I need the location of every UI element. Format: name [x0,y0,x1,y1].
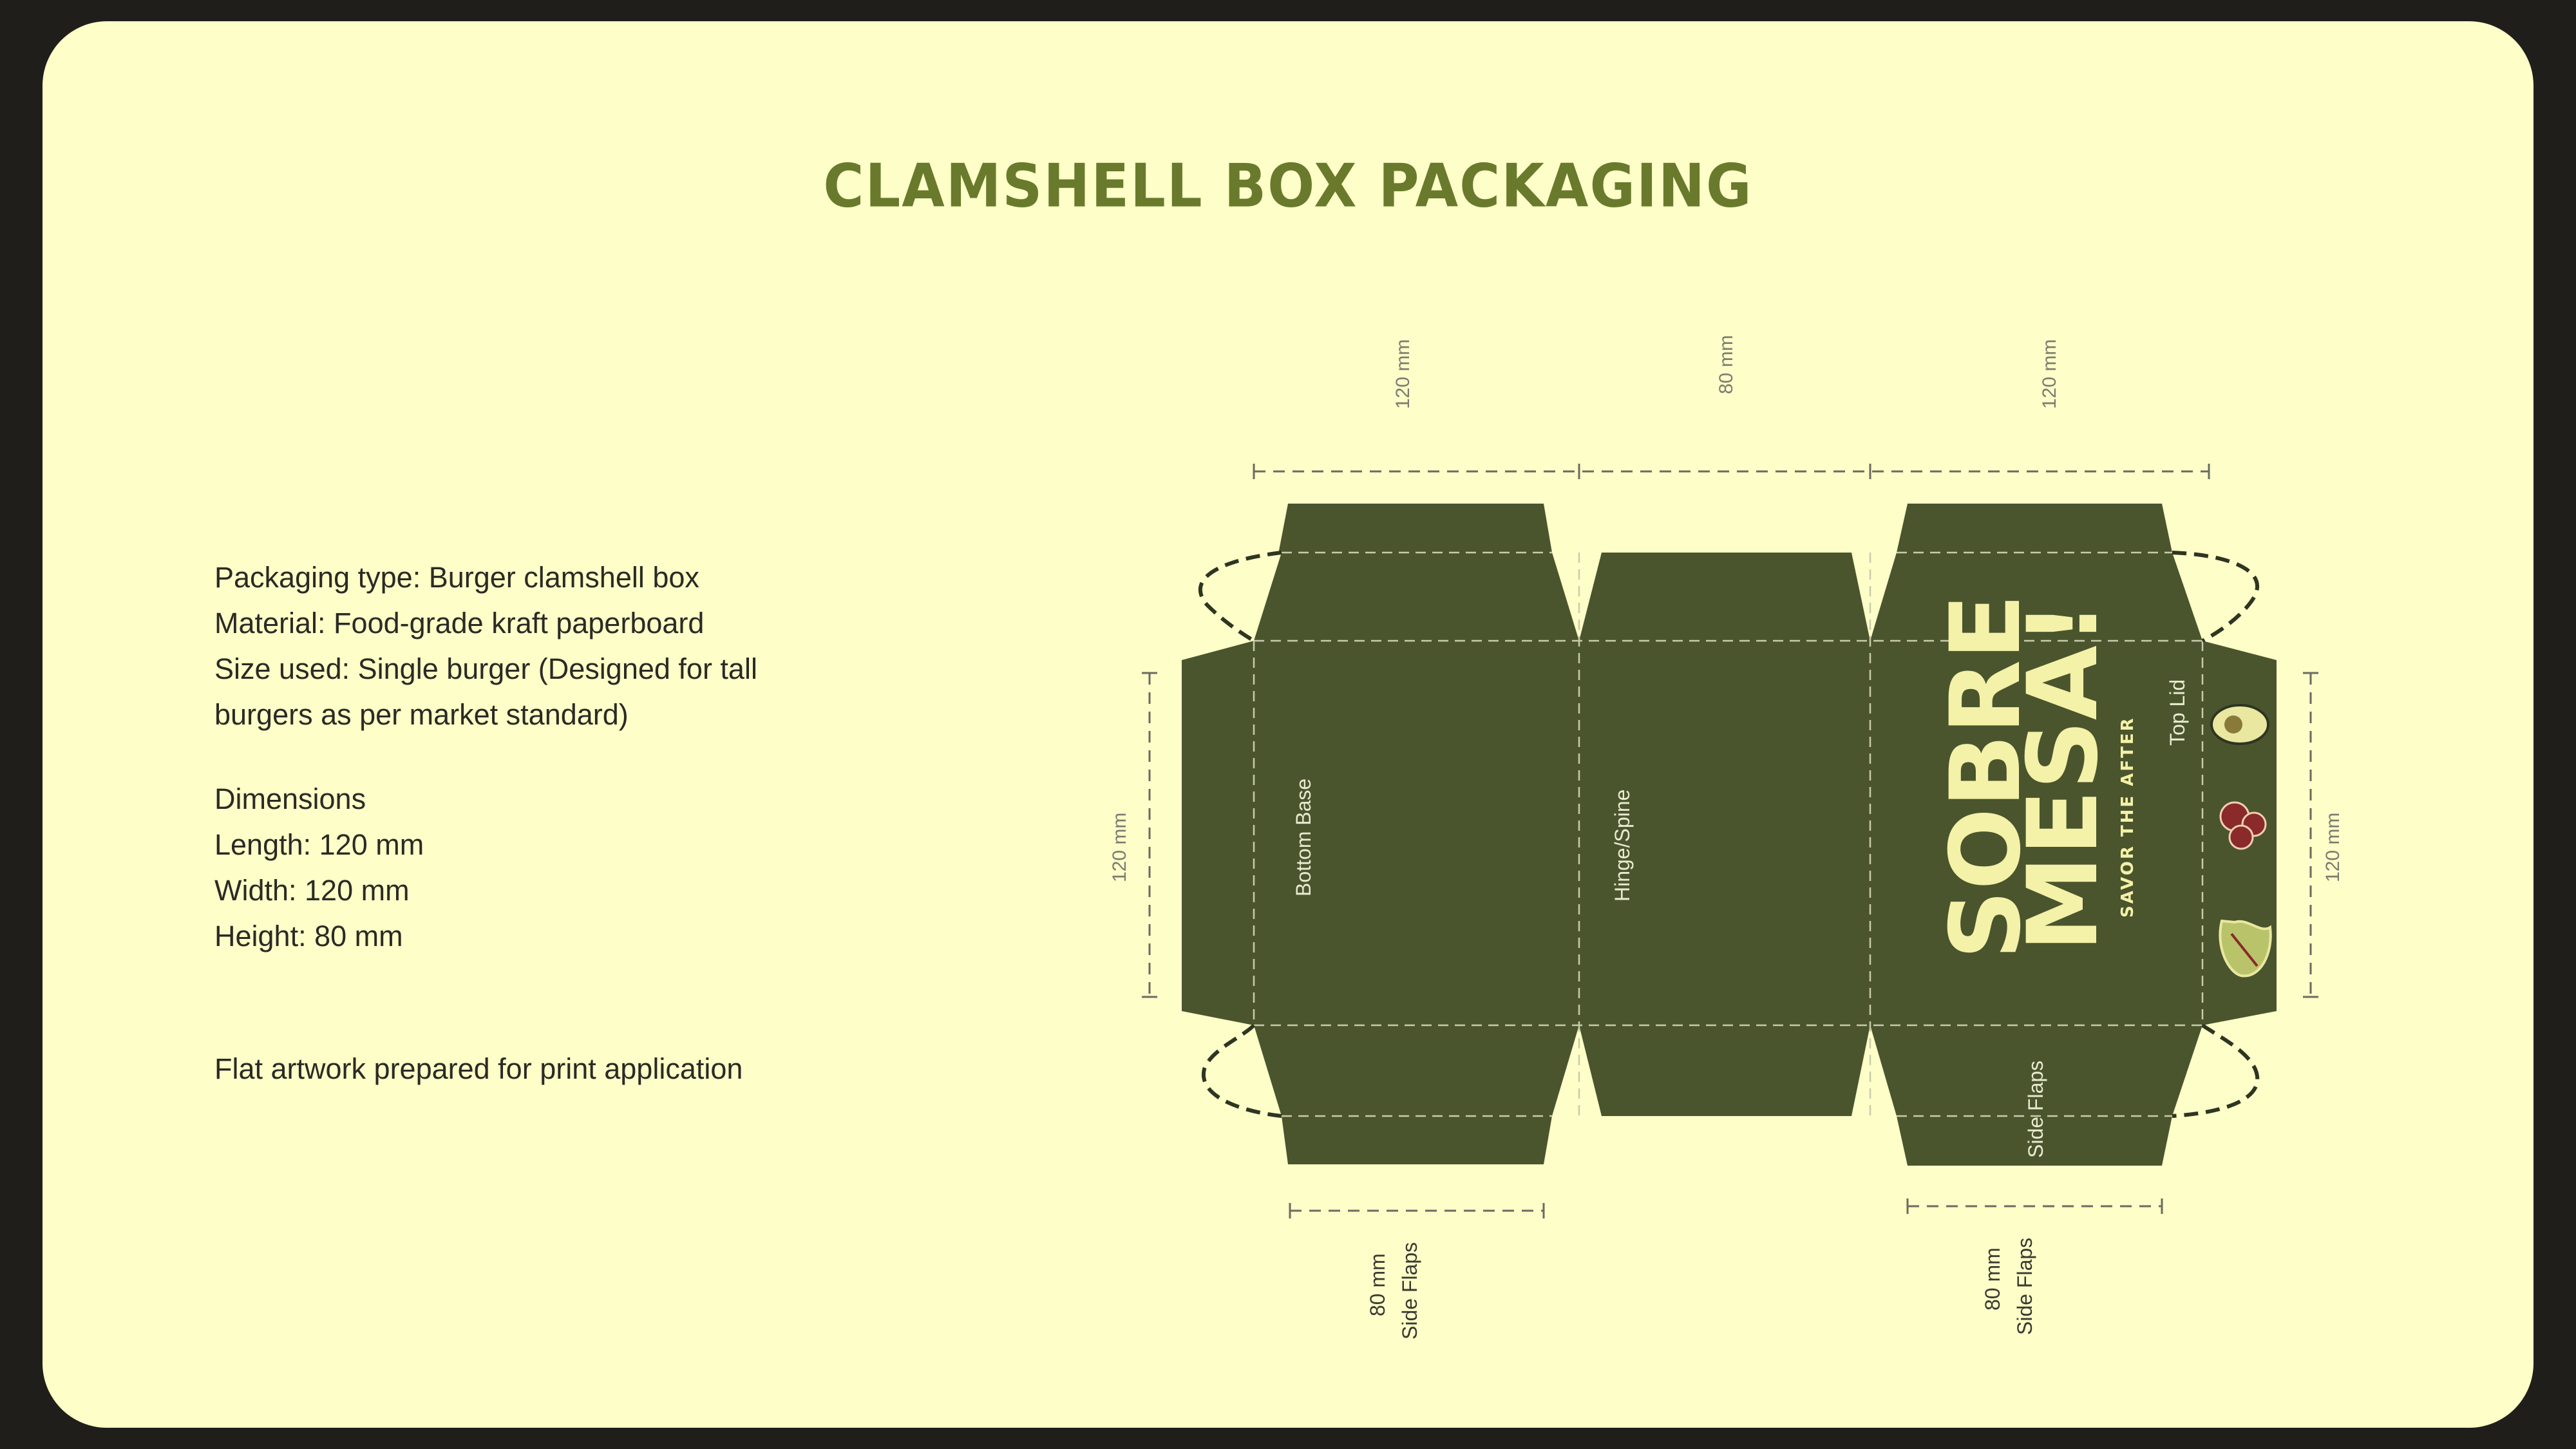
panel-labels: Bottom Base Hinge/Spine Top Lid Side Fla… [1292,679,2189,1158]
material-text: Material: Food-grade kraft paperboard [214,607,705,639]
height-text: Height: 80 mm [214,920,403,952]
hinge-spine-panel [1579,641,1870,1025]
hinge-spine-label: Hinge/Spine [1611,790,1634,902]
bottom-base-label: Bottom Base [1292,779,1315,896]
page-title: CLAMSHELL BOX PACKAGING [823,151,1753,221]
top-dim-middle: 80 mm [1716,335,1737,394]
bottom-left-dim-value: 80 mm [1366,1253,1389,1316]
dimension-labels: 120 mm 80 mm 120 mm 120 mm 120 mm 80 mm … [1109,335,2344,1340]
side-flaps-label: Side Flaps [2024,1061,2047,1158]
left-dim: 120 mm [1109,813,1130,882]
right-top-flap [1870,504,2202,641]
brand-logo: SOBRE MESA! SAVOR THE AFTER [1930,594,2137,960]
bottom-right-dim-label: Side Flaps [2013,1238,2036,1335]
avocado-icon [2210,704,2269,745]
top-lid-label: Top Lid [2166,679,2189,746]
length-text: Length: 120 mm [214,828,424,861]
top-dimension-lines [1142,464,2318,1218]
lettuce-icon [2219,919,2272,978]
brand-line2: MESA! [2007,601,2119,952]
left-side-tab [1182,641,1254,1025]
top-dim-right: 120 mm [2039,339,2060,409]
size-text-continued: burgers as per market standard) [214,698,629,731]
packaging-type-text: Packaging type: Burger clamshell box [214,561,699,594]
fold-lines [1253,551,2204,1117]
bottom-base-panel [1254,641,1579,1025]
brand-tagline: SAVOR THE AFTER [2118,716,2137,918]
hinge-top-flap [1579,553,1870,641]
right-dim: 120 mm [2322,813,2344,882]
dieline-panels [1182,504,2277,1166]
bottom-left-dim-label: Side Flaps [1398,1242,1421,1340]
left-top-flap [1254,504,1579,641]
right-bottom-flap [1870,1025,2202,1166]
packaging-info: Packaging type: Burger clamshell box Mat… [214,554,987,1092]
dimensions-heading: Dimensions [214,782,366,815]
top-lid-panel [1870,641,2202,1025]
print-note: Flat artwork prepared for print applicat… [214,1052,743,1085]
locking-tab-cutlines [1198,551,2260,1118]
left-bottom-flap [1254,1025,1579,1164]
bottom-right-dim-value: 80 mm [1981,1247,2004,1311]
tomato-icon [2219,801,2267,850]
top-dim-left: 120 mm [1392,339,1414,409]
hinge-bottom-flap [1579,1025,1870,1116]
brand-line1: SOBRE [1930,594,2042,960]
size-text: Size used: Single burger (Designed for t… [214,652,757,685]
width-text: Width: 120 mm [214,874,410,907]
